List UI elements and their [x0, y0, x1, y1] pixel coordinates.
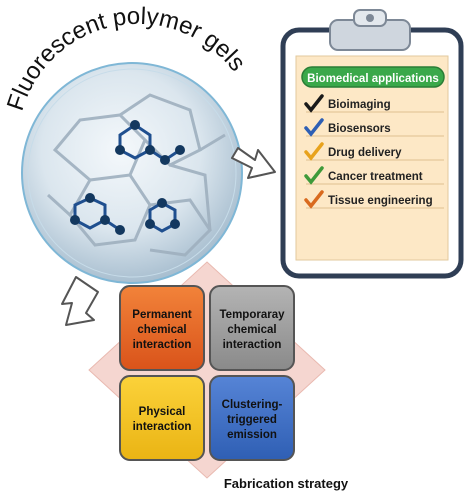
checkmark-icon [304, 166, 324, 185]
quadrant-label-line: emission [227, 429, 277, 441]
checkmark-icon [304, 190, 324, 209]
checkmark-icon [304, 94, 324, 113]
application-item: Bioimaging [328, 99, 391, 111]
quadrant-label-line: chemical [137, 324, 186, 336]
quadrant-physical: Physical interaction [119, 375, 205, 461]
hollow-arrow-icon [61, 276, 99, 326]
quadrant-label-line: Clustering- [222, 399, 283, 411]
quadrant-temporary: Temporaray chemical interaction [209, 285, 295, 371]
gel-sphere [21, 62, 243, 284]
molecular-network-icon [46, 93, 226, 257]
quadrant-label-line: interaction [133, 339, 192, 351]
clipboard: Biomedical applications Bioimaging Biose… [280, 9, 464, 279]
application-item: Tissue engineering [328, 195, 433, 207]
quadrant-label-line: interaction [133, 421, 192, 433]
strategy-caption: Fabrication strategy [224, 476, 349, 491]
quadrant-clustering: Clustering- triggered emission [209, 375, 295, 461]
clipboard-header: Biomedical applications [307, 73, 439, 85]
quadrant-label-line: Temporaray [220, 309, 286, 321]
checkmark-icon [304, 142, 324, 161]
hollow-arrow-icon [231, 147, 276, 179]
application-item: Cancer treatment [328, 171, 423, 183]
quadrant-label-line: triggered [227, 414, 277, 426]
quadrant-label-line: Permanent [132, 309, 192, 321]
quadrant-permanent: Permanent chemical interaction [119, 285, 205, 371]
quadrant-label-line: interaction [223, 339, 282, 351]
application-item: Drug delivery [328, 147, 402, 159]
checkmark-icon [304, 118, 324, 137]
quadrant-label-line: chemical [227, 324, 276, 336]
application-list: Bioimaging Biosensors Drug delivery Canc… [304, 94, 444, 209]
quadrant-label-line: Physical [139, 406, 186, 418]
application-item: Biosensors [328, 123, 391, 135]
clipboard-clip-icon [329, 9, 411, 51]
